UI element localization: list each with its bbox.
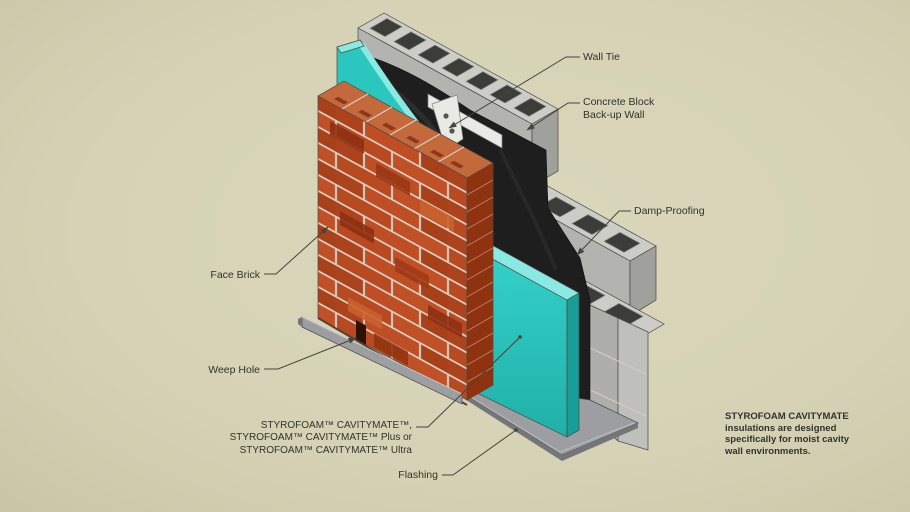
callout-wall-tie: Wall Tie bbox=[583, 51, 620, 63]
leader-lines bbox=[264, 56, 631, 476]
weep-hole bbox=[356, 320, 366, 345]
flashing-front-lip bbox=[298, 316, 463, 405]
face-brick-wall bbox=[317, 80, 494, 406]
callout-flashing: Flashing bbox=[398, 469, 438, 481]
brick-accents bbox=[330, 121, 462, 366]
callout-face-brick: Face Brick bbox=[210, 269, 260, 281]
marketing-note: STYROFOAM CAVITYMATE insulations are des… bbox=[725, 411, 850, 457]
callout-weep-hole: Weep Hole bbox=[208, 364, 260, 376]
insulation-board bbox=[468, 238, 580, 438]
callout-concrete-block: Concrete Block Back-up Wall bbox=[583, 96, 655, 121]
callout-styrofoam-products: STYROFOAM™ CAVITYMATE™, STYROFOAM™ CAVIT… bbox=[229, 420, 412, 456]
callout-damp-proofing: Damp-Proofing bbox=[634, 205, 705, 217]
brick-end-courses bbox=[466, 179, 494, 383]
brick-frog-slots bbox=[334, 96, 464, 169]
